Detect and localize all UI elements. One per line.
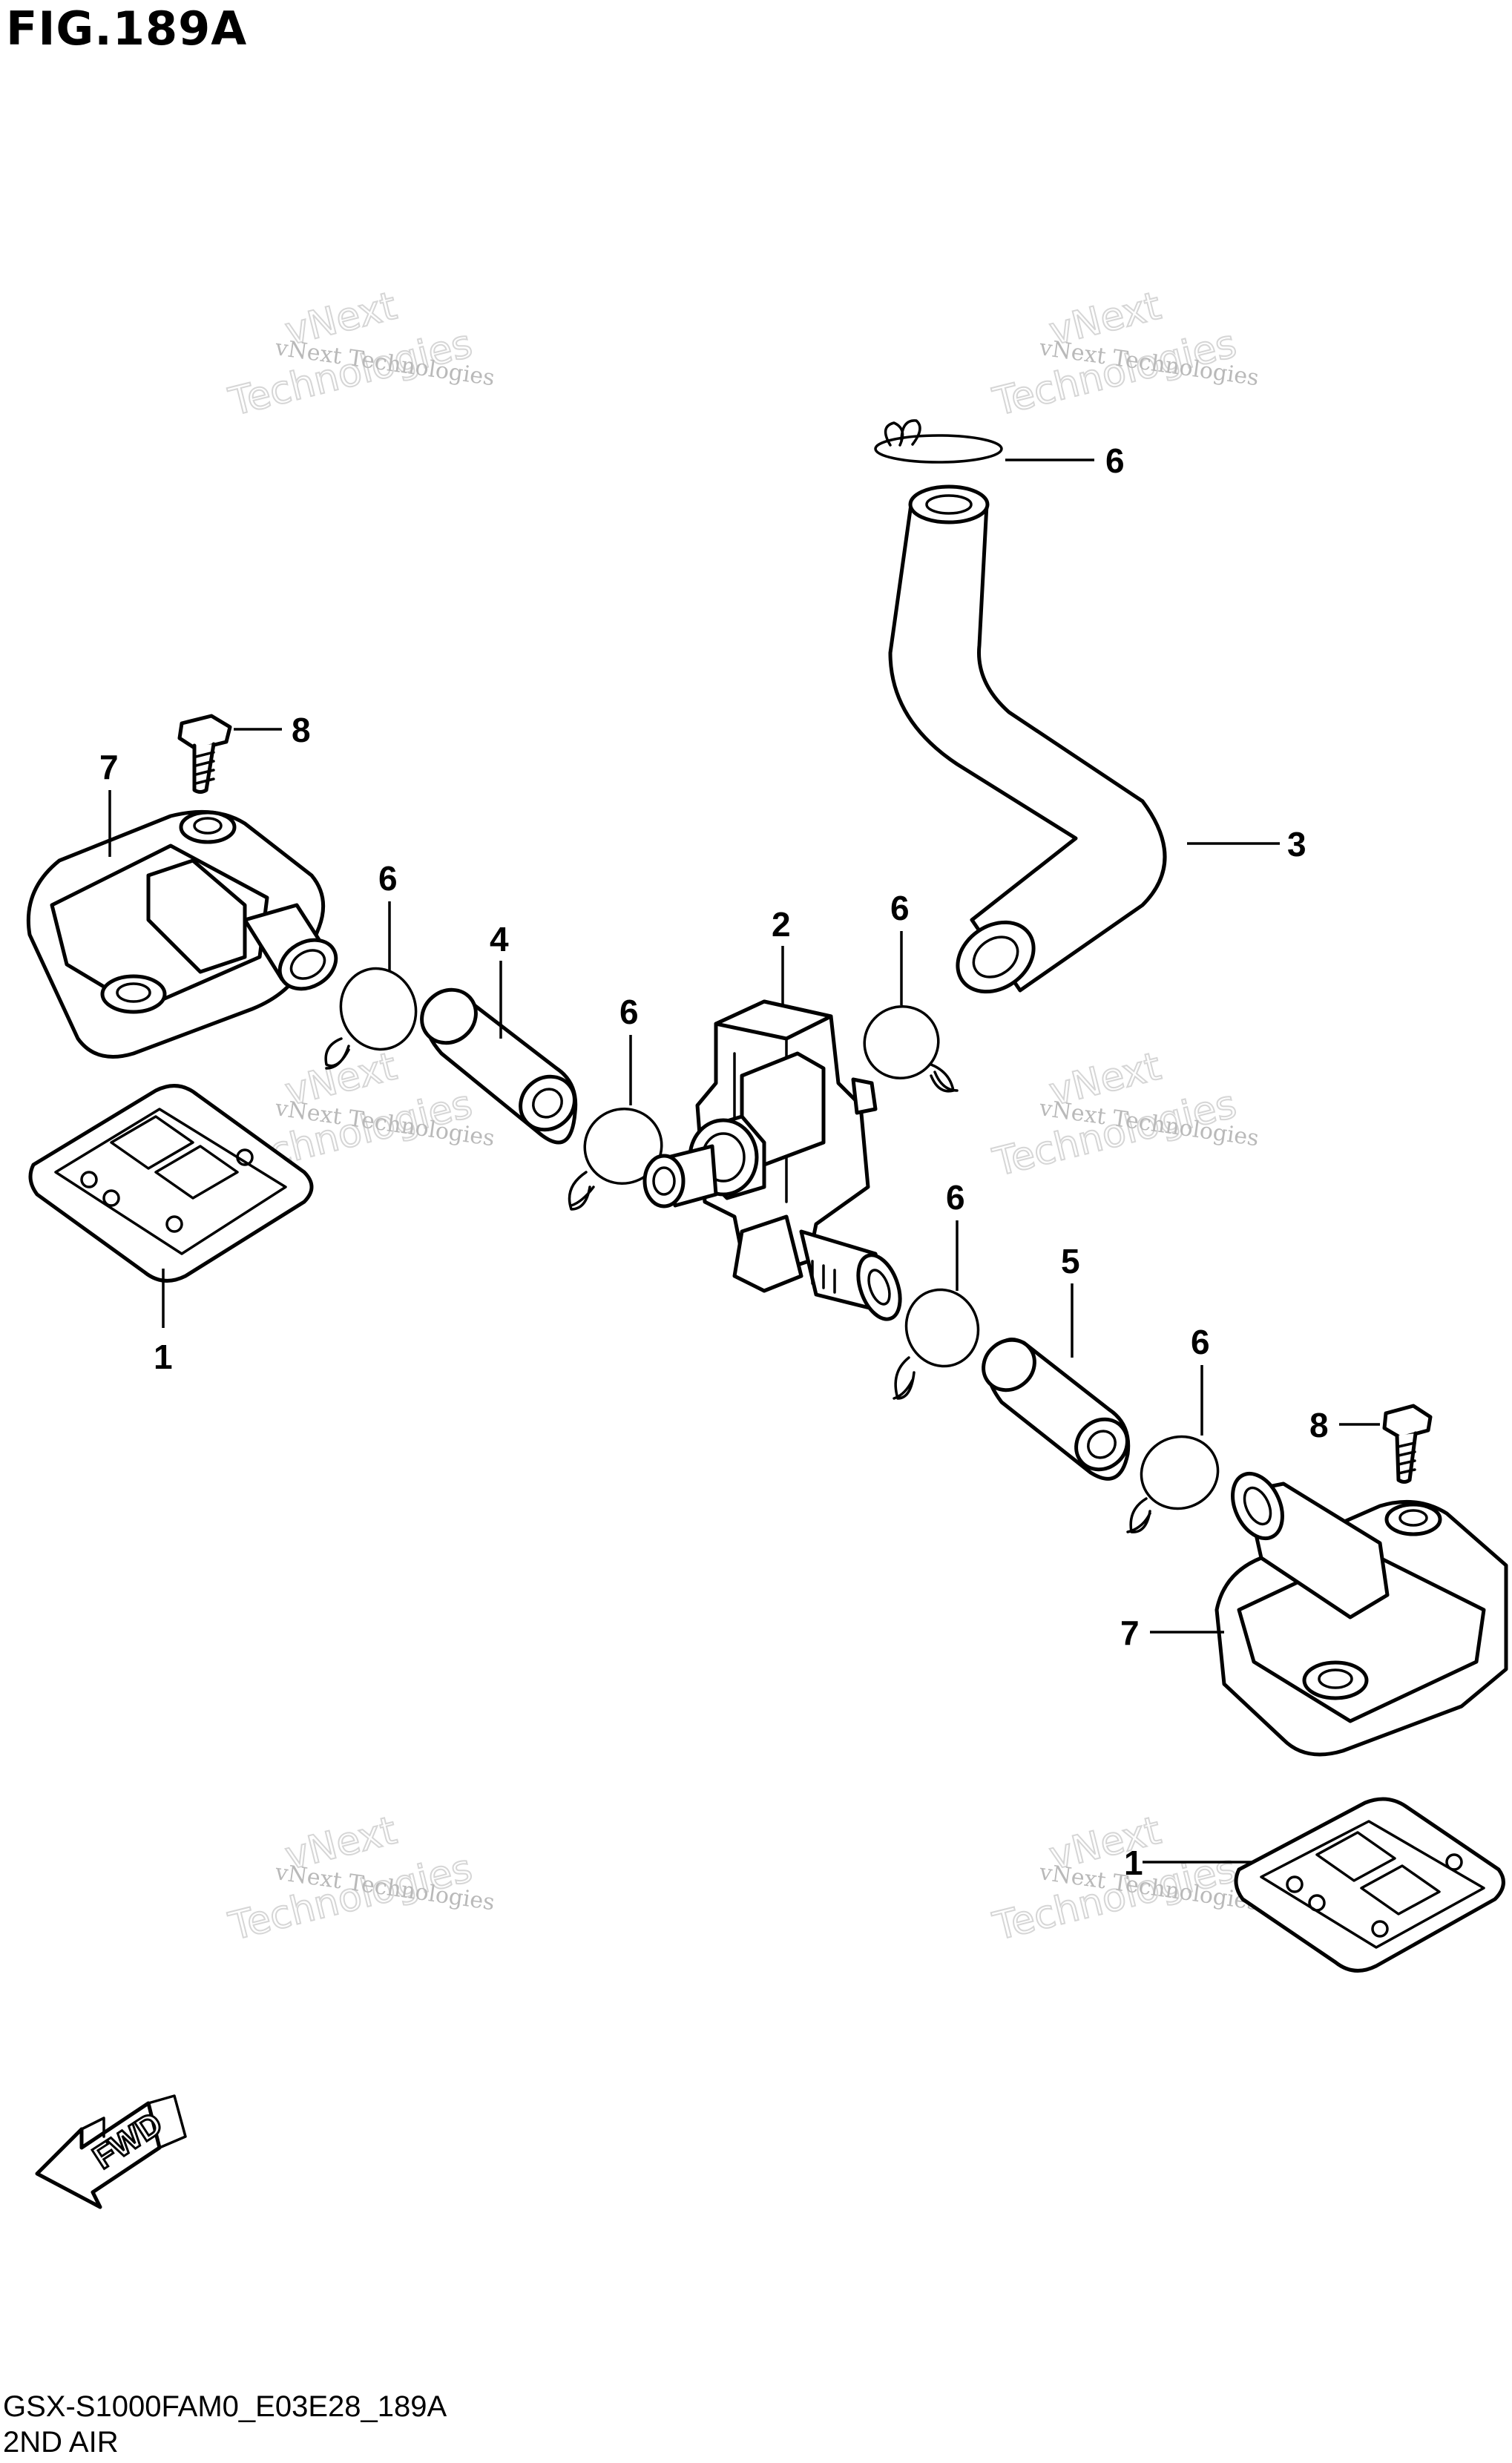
watermark-top-left: vNext Technologies vNext Technologies	[224, 283, 496, 426]
callout-part-6: 6	[1191, 1323, 1210, 1361]
callout-part-1: 1	[154, 1338, 173, 1376]
part-hose-4	[420, 987, 578, 1145]
callout-part-2: 2	[772, 905, 791, 944]
callout-part-6: 6	[619, 993, 639, 1031]
part-bolt-lower	[1382, 1404, 1433, 1484]
model-code-caption: GSX-S1000FAM0_E03E28_189A	[3, 2390, 447, 2423]
callout-part-6: 6	[890, 889, 910, 927]
watermark-mid-right: vNext Technologies vNext Technologies	[988, 1044, 1260, 1186]
callout-part-5: 5	[1061, 1242, 1080, 1280]
part-reed-cover-upper	[26, 809, 338, 1059]
callout-part-6: 6	[946, 1178, 965, 1217]
part-air-valve-2	[642, 999, 902, 1321]
part-bolt-upper	[177, 714, 232, 794]
watermark-top-right: vNext Technologies vNext Technologies	[988, 283, 1260, 426]
section-name-caption: 2ND AIR	[3, 2426, 119, 2459]
part-hose-5	[982, 1338, 1131, 1481]
part-reed-cover-lower	[1214, 1471, 1508, 1757]
part-reed-plate-lower	[1234, 1797, 1505, 1973]
callout-labels: 6 8 7 3 6 2 6 4 6 1 6 5 6 8 7 1	[99, 441, 1329, 1882]
callout-part-1: 1	[1124, 1844, 1143, 1882]
watermark-bottom-left: vNext Technologies vNext Technologies	[224, 1808, 496, 1950]
callout-part-3: 3	[1287, 825, 1306, 864]
part-clamp-valve-right	[863, 1005, 959, 1093]
callout-part-8: 8	[292, 711, 311, 749]
part-hose-3	[888, 484, 1167, 994]
callout-part-4: 4	[490, 920, 509, 958]
part-clamp-lower-right	[1126, 1435, 1220, 1533]
fwd-arrow-icon: FWD	[35, 2094, 187, 2209]
leader-lines	[108, 458, 1380, 1864]
part-clamp-top	[874, 419, 1003, 464]
callout-part-7: 7	[1120, 1614, 1140, 1652]
part-clamp-valve-lower	[893, 1288, 980, 1400]
callout-part-8: 8	[1309, 1406, 1329, 1444]
part-reed-plate-upper	[28, 1084, 314, 1283]
part-clamp-4-right	[568, 1108, 663, 1211]
part-clamp-4-left	[324, 967, 418, 1070]
callout-part-6: 6	[378, 859, 398, 898]
callout-part-7: 7	[99, 748, 119, 786]
callout-part-6: 6	[1105, 441, 1125, 480]
figure-title: FIG.189A	[6, 1, 248, 56]
